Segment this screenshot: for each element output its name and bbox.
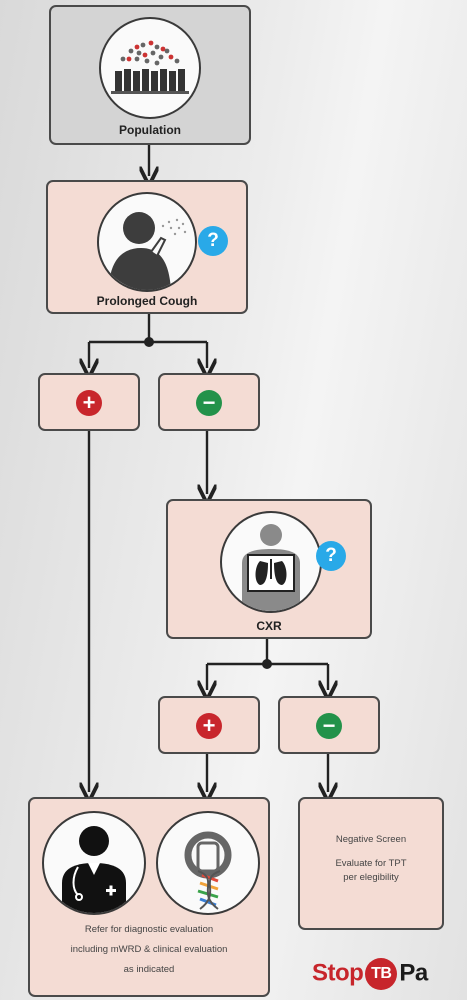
cough-negative-node: − [158, 373, 260, 431]
cxr-positive-node: + [158, 696, 260, 754]
chest-xray-icon [220, 511, 322, 613]
question-badge: ? [198, 226, 228, 256]
population-node: Population [49, 5, 251, 145]
refer-text-line2: including mWRD & clinical evaluation [70, 944, 228, 955]
cxr-negative-node: − [278, 696, 380, 754]
cough-positive-node: + [38, 373, 140, 431]
cxr-node: ? CXR [166, 499, 372, 639]
negative-screen-title: Negative Screen [335, 834, 407, 845]
refer-text-line1: Refer for diagnostic evaluation [84, 924, 214, 935]
minus-icon: − [316, 713, 342, 739]
question-badge: ? [316, 541, 346, 571]
negative-screen-text-line2: per elegibility [343, 872, 399, 883]
cxr-label: CXR [256, 619, 282, 633]
logo-text-partnership: Pa [399, 959, 428, 987]
prolonged-cough-node: ? Prolonged Cough [46, 180, 248, 314]
prolonged-cough-label: Prolonged Cough [96, 294, 198, 308]
minus-icon: − [196, 390, 222, 416]
refer-text-line3: as indicated [123, 964, 175, 975]
refer-node: Refer for diagnostic evaluation includin… [28, 797, 270, 997]
junction-dot-cough [144, 337, 154, 347]
molecular-test-icon [156, 811, 260, 915]
population-label: Population [119, 123, 181, 137]
plus-icon: + [76, 390, 102, 416]
coughing-person-icon [97, 192, 197, 292]
negative-screen-node: Negative Screen Evaluate for TPT per ele… [298, 797, 444, 930]
negative-screen-text-line1: Evaluate for TPT [335, 858, 407, 869]
doctor-icon [42, 811, 146, 915]
logo-tb-badge: TB [365, 958, 398, 990]
crowd-icon [99, 17, 201, 119]
junction-dot-cxr [262, 659, 272, 669]
plus-icon: + [196, 713, 222, 739]
logo-text-stop: Stop [312, 959, 364, 987]
